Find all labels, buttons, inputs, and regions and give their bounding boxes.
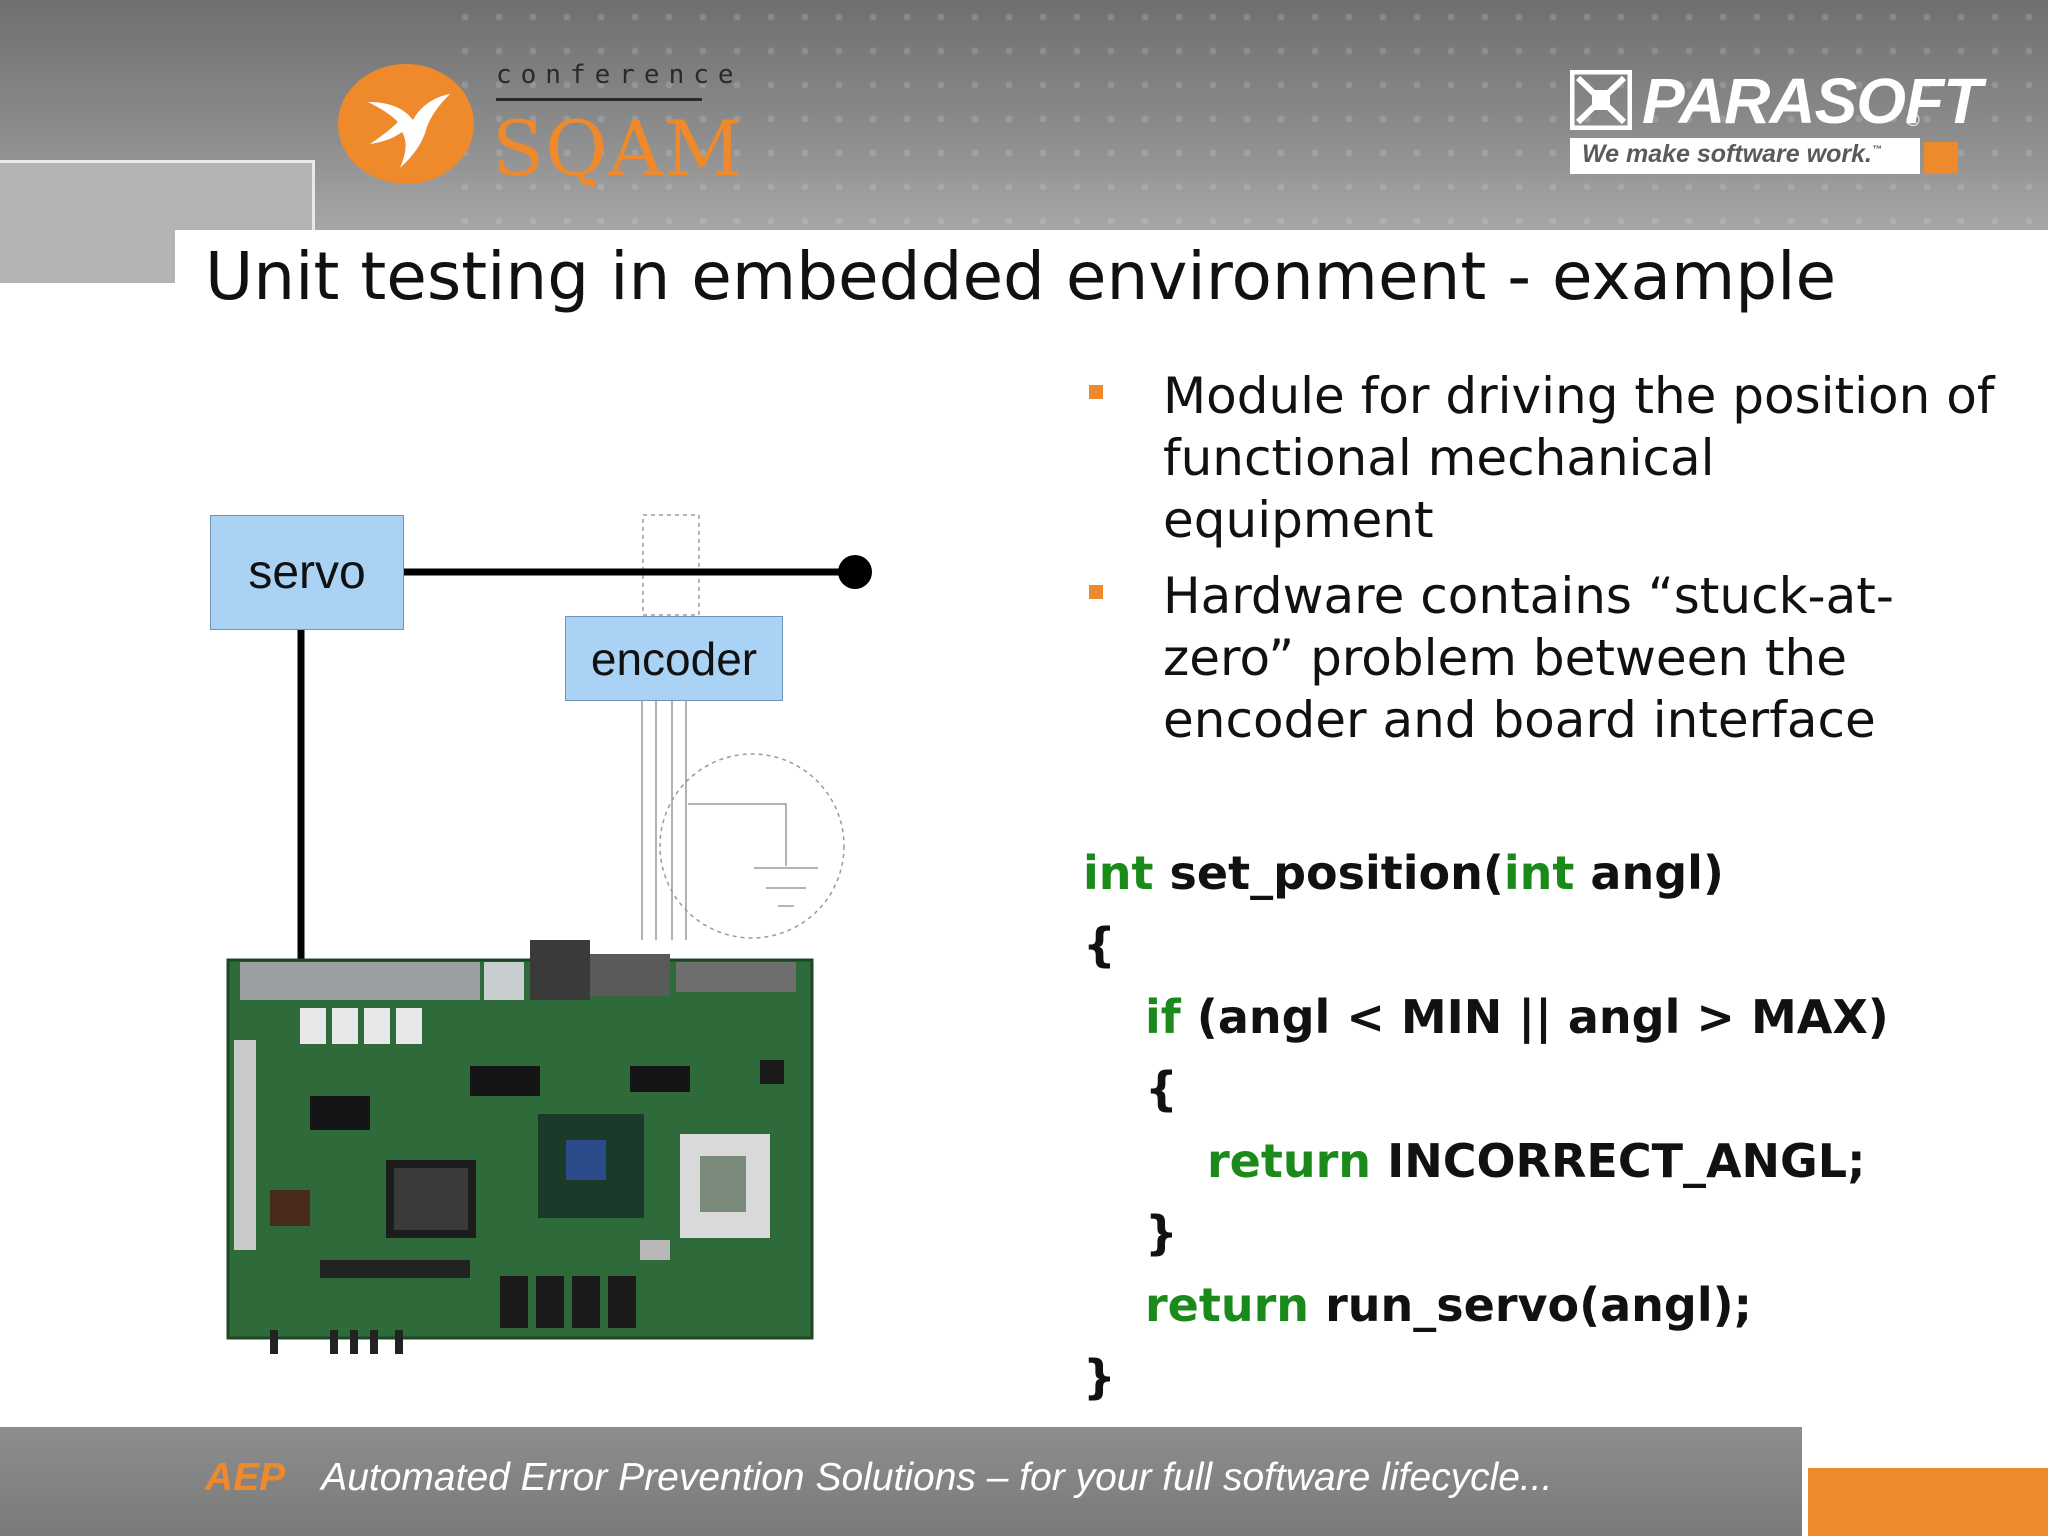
code-text: set_position( xyxy=(1153,846,1504,900)
tagline-text: We make software work. xyxy=(1582,140,1872,168)
trademark-mark: ™ xyxy=(1871,144,1882,156)
code-line: } xyxy=(1145,1203,1178,1263)
bullet-text: Hardware contains “stuck-at-zero” proble… xyxy=(1163,567,1894,749)
slide-title: Unit testing in embedded environment - e… xyxy=(205,238,1837,315)
sqam-wordmark: SQAM xyxy=(492,104,744,193)
header-pattern xyxy=(448,0,2048,240)
code-keyword: int xyxy=(1503,846,1575,900)
code-text: } xyxy=(1083,1350,1116,1404)
ground-wire xyxy=(688,803,787,866)
code-text: (angl < MIN || angl > MAX) xyxy=(1180,990,1889,1044)
code-line: int set_position(int angl) xyxy=(1083,843,1724,903)
fault-highlight-circle xyxy=(659,753,845,939)
bullet-marker-icon xyxy=(1089,585,1103,599)
diagram-wiring xyxy=(226,514,872,1354)
footer-bar xyxy=(0,1427,1802,1536)
code-text: { xyxy=(1083,918,1116,972)
code-text: run_servo(angl); xyxy=(1309,1278,1753,1332)
parasoft-orange-square xyxy=(1924,142,1958,174)
bullet-text: Module for driving the position of funct… xyxy=(1163,367,1995,549)
shaft-end-node xyxy=(838,555,872,589)
code-keyword: return xyxy=(1145,1278,1310,1332)
footer-text: Automated Error Prevention Solutions – f… xyxy=(321,1456,1553,1499)
registered-mark: ® xyxy=(1904,110,1922,131)
encoder-box: encoder xyxy=(565,616,783,701)
code-text: INCORRECT_ANGL; xyxy=(1371,1134,1866,1188)
encoder-shaft-outline xyxy=(642,514,700,616)
parasoft-tagline: We make software work.™ xyxy=(1582,140,1882,169)
bullet-marker-icon xyxy=(1089,385,1103,399)
code-line: { xyxy=(1145,1059,1178,1119)
hardware-diagram: servo encoder xyxy=(200,500,900,1370)
bullet-list: Module for driving the position of funct… xyxy=(1085,365,1995,765)
bullet-item: Module for driving the position of funct… xyxy=(1085,365,1995,551)
code-keyword: if xyxy=(1145,990,1181,1044)
code-text: } xyxy=(1145,1206,1178,1260)
code-text: { xyxy=(1145,1062,1178,1116)
servo-box: servo xyxy=(210,515,404,630)
bullet-item: Hardware contains “stuck-at-zero” proble… xyxy=(1085,565,1995,751)
sqam-divider xyxy=(496,98,702,101)
code-keyword: return xyxy=(1207,1134,1372,1188)
code-line: } xyxy=(1083,1347,1116,1407)
code-line: return run_servo(angl); xyxy=(1145,1275,1752,1335)
parasoft-tagline-box: We make software work.™ xyxy=(1570,138,1920,174)
code-line: return INCORRECT_ANGL; xyxy=(1207,1131,1866,1191)
code-line: if (angl < MIN || angl > MAX) xyxy=(1145,987,1889,1047)
sqam-conference-logo: conference SQAM xyxy=(338,60,742,193)
code-text: angl) xyxy=(1574,846,1724,900)
circuit-board-image xyxy=(226,940,814,1354)
parasoft-wordmark: PARASOFT xyxy=(1642,65,1982,137)
sqam-conference-label: conference xyxy=(496,60,743,90)
parasoft-mark-icon xyxy=(1570,70,1632,130)
code-keyword: int xyxy=(1083,846,1154,900)
swallow-bird-icon xyxy=(368,94,450,168)
code-line: { xyxy=(1083,915,1116,975)
footer-aep-label: AEP xyxy=(205,1456,286,1499)
footer-tagline: AEP Automated Error Prevention Solutions … xyxy=(205,1456,1552,1500)
footer-orange-block xyxy=(1808,1468,2048,1536)
parasoft-logo: PARASOFT ® We make software work.™ xyxy=(1570,64,1982,176)
